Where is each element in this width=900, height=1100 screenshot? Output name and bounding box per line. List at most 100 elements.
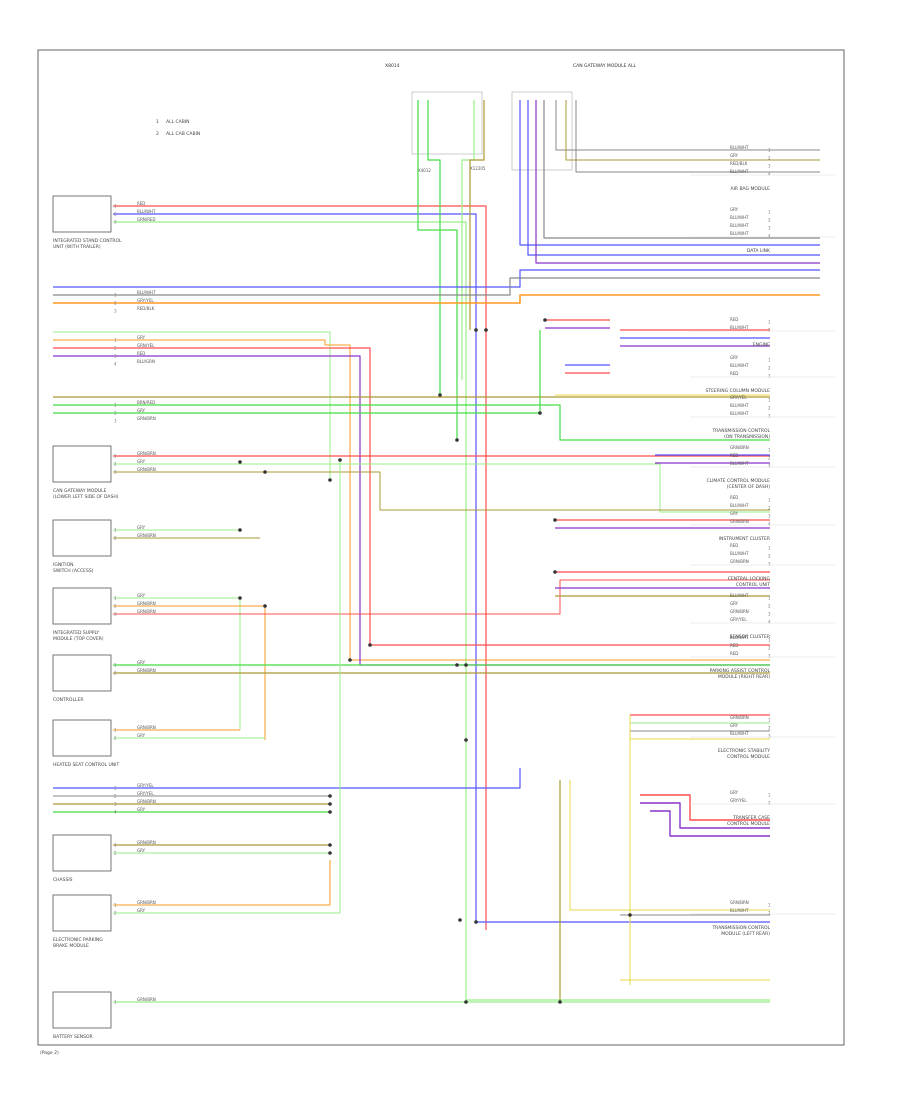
wire-color-label: BLU/WHT (730, 169, 749, 174)
pin-number: 2 (768, 456, 771, 461)
connector-block (411, 91, 483, 155)
legend-text-2: ALL CAB CABIN (166, 131, 200, 137)
wire-blue-main (113, 213, 770, 923)
wire-color-label: GRN/BRN (137, 609, 156, 614)
pin-number: 1 (114, 903, 117, 908)
pin-number: 2 (114, 462, 117, 467)
pin-number: 1 (114, 528, 117, 533)
component-label: STEERING COLUMN MODULE (705, 388, 770, 394)
pin-number: 1 (768, 148, 771, 153)
splice-point (474, 920, 478, 924)
splice-point (553, 570, 557, 574)
wire-color-label: GRY (730, 355, 739, 360)
pin-number: 1 (768, 498, 771, 503)
wire-color-label: BLU/WHT (730, 411, 749, 416)
splice-point (348, 658, 352, 662)
pin-number: 4 (768, 522, 771, 527)
wire-green-comp5 (113, 463, 770, 513)
wire-blue-comp10 (53, 768, 521, 789)
component-sublabel: (LOWER LEFT SIDE OF DASH) (53, 494, 119, 500)
pin-number: 2 (768, 328, 771, 333)
wire-color-label: BLU/WHT (730, 635, 749, 640)
wire-color-label: GRY (137, 733, 146, 738)
wire-color-label: GRN/BRN (730, 519, 749, 524)
component-box (52, 445, 112, 483)
main-connector-label: X8014 (385, 63, 400, 69)
wire-color-label: RED (730, 651, 738, 656)
pin-number: 3 (114, 470, 117, 475)
wire-color-label: GRN/RED (137, 217, 156, 222)
component-label: CAN GATEWAY MODULE (53, 488, 107, 494)
pin-number: 2 (768, 911, 771, 916)
component-sublabel: (CENTER OF DASH) (727, 484, 771, 490)
wire-color-label: RED (730, 495, 738, 500)
wire-orange-comp3 (53, 339, 770, 661)
wire-color-label: GRY (137, 807, 146, 812)
wire-gray-gw-3 (575, 100, 820, 173)
wire-olive-header (469, 100, 485, 330)
pin-number: 3 (768, 374, 771, 379)
wire-red-right-8 (640, 794, 770, 821)
splice-point (238, 528, 242, 532)
splice-point (328, 478, 332, 482)
splice-point (438, 393, 442, 397)
component-sublabel: BRAKE MODULE (53, 943, 89, 949)
component-box (52, 195, 112, 233)
wire-color-label: RED (730, 317, 738, 322)
pin-number: 1 (114, 338, 117, 343)
wire-color-label: GRY/YEL (137, 783, 154, 788)
wire-color-label: GRN/BRN (730, 559, 749, 564)
pin-number: 1 (114, 403, 117, 408)
wire-color-label: RED (730, 643, 738, 648)
splice-point (328, 802, 332, 806)
legend-num-2: 2 (156, 131, 159, 137)
component-box (52, 587, 112, 625)
splice-point (474, 328, 478, 332)
pin-number: 2 (768, 406, 771, 411)
splice-point (464, 738, 468, 742)
component-label: DATA LINK (747, 248, 771, 254)
wire-color-label: BLU/WHT (730, 231, 749, 236)
component-label: TRANSMISSION CONTROL (711, 925, 770, 931)
wire-color-label: GRY (137, 335, 146, 340)
pin-number: 3 (114, 612, 117, 617)
wire-color-label: BLU/WHT (730, 223, 749, 228)
wire-color-label: RED (137, 351, 145, 356)
wire-lightgreen-header (461, 100, 475, 380)
pin-number: 3 (768, 464, 771, 469)
component-box (52, 519, 112, 557)
wire-color-label: GRY/YEL (730, 617, 747, 622)
pin-number: 1 (114, 728, 117, 733)
component-label: SENSOR CLUSTER (730, 634, 770, 640)
pin-number: 2 (114, 411, 117, 416)
wire-color-label: BLU/WHT (730, 461, 749, 466)
pin-number: 1 (768, 358, 771, 363)
component-sublabel: CONTROL UNIT (736, 582, 770, 588)
pin-number: 1 (114, 843, 117, 848)
wire-color-label: GRN/BRN (137, 725, 156, 730)
pin-number: 2 (768, 646, 771, 651)
wire-color-label: GRY/YEL (137, 298, 154, 303)
wire-color-label: GRY (137, 408, 146, 413)
splice-point (328, 843, 332, 847)
wire-color-label: RED/BLK (730, 161, 748, 166)
wire-color-label: GRY (730, 207, 739, 212)
wire-color-label: GRY/YEL (137, 791, 154, 796)
wire-orange-comp2 (53, 294, 820, 304)
component-label: BATTERY SENSOR (53, 1034, 93, 1040)
wire-color-label: RED (730, 453, 738, 458)
component-sublabel: CONTROL MODULE (727, 754, 770, 760)
component-label: TRANSFER CASE (732, 815, 770, 821)
pin-number: 1 (768, 903, 771, 908)
component-sublabel: MODULE (RIGHT REAR) (718, 674, 770, 680)
component-label: ELECTRONIC STABILITY (718, 748, 770, 754)
